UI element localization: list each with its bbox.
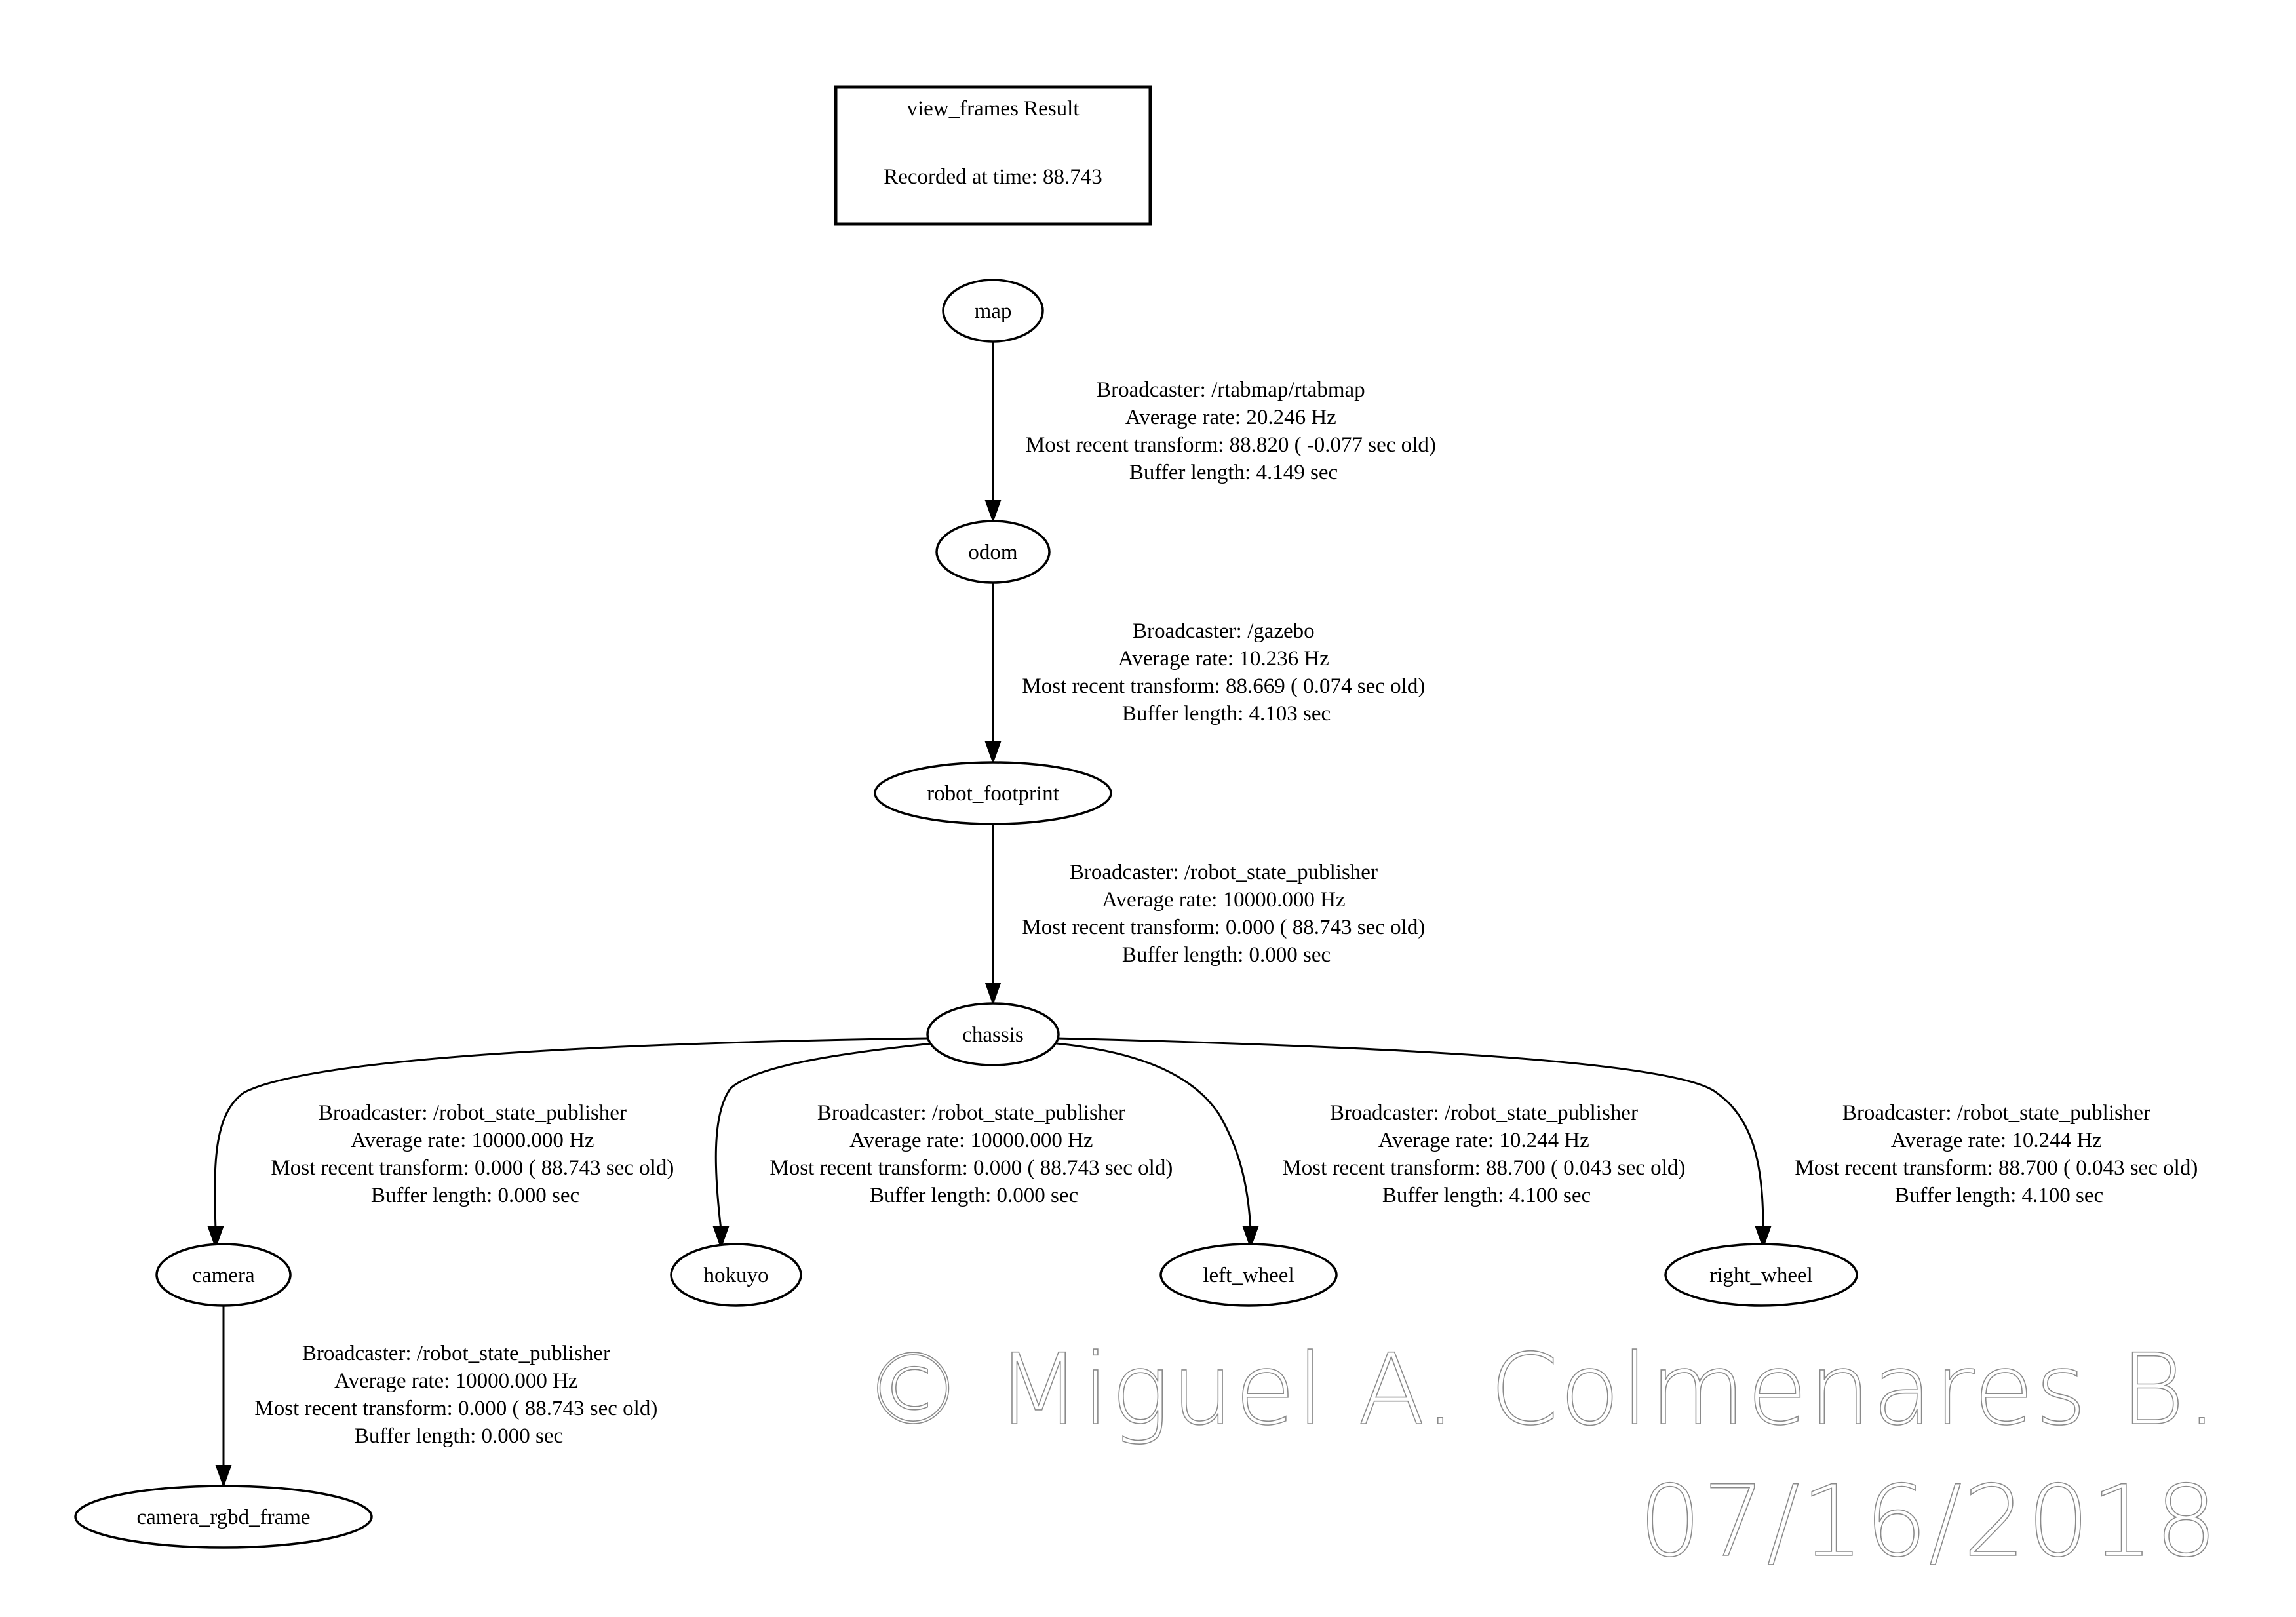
edge-label: Broadcaster: /robot_state_publisher Aver…	[769, 1101, 1178, 1207]
edge-camera-camera-rgbd-frame: Broadcaster: /robot_state_publisher Aver…	[215, 1306, 663, 1488]
edge-robot-footprint-chassis: Broadcaster: /robot_state_publisher Aver…	[984, 824, 1430, 1005]
node-map: map	[942, 279, 1044, 343]
edge-label: Broadcaster: /robot_state_publisher Aver…	[1282, 1101, 1690, 1207]
edges: Broadcaster: /rtabmap/rtabmap Average ra…	[207, 341, 2203, 1488]
node-label: hokuyo	[704, 1264, 769, 1287]
edge-line	[214, 1037, 930, 1230]
header-recorded-time: Recorded at time: 88.743	[884, 165, 1102, 189]
node-label: robot_footprint	[927, 782, 1059, 806]
arrowhead	[984, 741, 1002, 764]
edge-map-odom: Broadcaster: /rtabmap/rtabmap Average ra…	[984, 341, 1441, 523]
edge-chassis-left-wheel: Broadcaster: /robot_state_publisher Aver…	[1056, 1042, 1690, 1249]
node-label: map	[975, 300, 1012, 323]
watermark-author: © Miguel A. Colmenares B.	[864, 1333, 2219, 1447]
edge-chassis-hokuyo: Broadcaster: /robot_state_publisher Aver…	[712, 1042, 1178, 1249]
arrowhead	[1242, 1226, 1259, 1249]
node-camera-rgbd-frame: camera_rgbd_frame	[74, 1485, 373, 1549]
edge-label: Broadcaster: /robot_state_publisher Aver…	[1795, 1101, 2203, 1207]
edge-chassis-camera: Broadcaster: /robot_state_publisher Aver…	[207, 1037, 930, 1249]
edge-label: Broadcaster: /robot_state_publisher Aver…	[271, 1101, 679, 1207]
edge-line	[714, 1042, 933, 1230]
node-camera: camera	[155, 1243, 292, 1307]
node-label: left_wheel	[1203, 1264, 1294, 1287]
node-chassis: chassis	[926, 1002, 1060, 1066]
node-odom: odom	[935, 520, 1051, 584]
arrowhead	[984, 500, 1002, 523]
arrowhead	[712, 1226, 730, 1249]
arrowhead	[215, 1465, 232, 1488]
edge-chassis-right-wheel: Broadcaster: /robot_state_publisher Aver…	[1056, 1037, 2203, 1249]
node-hokuyo: hokuyo	[670, 1243, 802, 1307]
nodes: map odom robot_footprint chassis camera …	[74, 279, 1858, 1549]
node-label: chassis	[962, 1023, 1024, 1047]
node-label: odom	[968, 541, 1018, 564]
edge-odom-robot-footprint: Broadcaster: /gazebo Average rate: 10.23…	[984, 583, 1430, 764]
node-label: camera	[192, 1264, 255, 1287]
node-right-wheel: right_wheel	[1664, 1243, 1858, 1307]
watermark-date: 07/16/2018	[1639, 1465, 2219, 1579]
edge-label: Broadcaster: /rtabmap/rtabmap Average ra…	[1026, 378, 1441, 484]
edge-label: Broadcaster: /gazebo Average rate: 10.23…	[1022, 619, 1430, 726]
node-label: right_wheel	[1709, 1264, 1813, 1287]
edge-label: Broadcaster: /robot_state_publisher Aver…	[254, 1342, 663, 1448]
node-robot-footprint: robot_footprint	[874, 761, 1112, 825]
edge-line	[1056, 1042, 1252, 1230]
edge-line	[1056, 1037, 1764, 1230]
edge-label: Broadcaster: /robot_state_publisher Aver…	[1022, 861, 1430, 967]
node-left-wheel: left_wheel	[1159, 1243, 1338, 1307]
arrowhead	[1755, 1226, 1772, 1249]
watermark: © Miguel A. Colmenares B. 07/16/2018	[863, 1333, 2219, 1580]
arrowhead	[984, 983, 1002, 1005]
header-title: view_frames Result	[906, 97, 1079, 121]
header-box: view_frames Result Recorded at time: 88.…	[834, 85, 1152, 226]
arrowhead	[207, 1226, 224, 1249]
node-label: camera_rgbd_frame	[136, 1506, 310, 1529]
